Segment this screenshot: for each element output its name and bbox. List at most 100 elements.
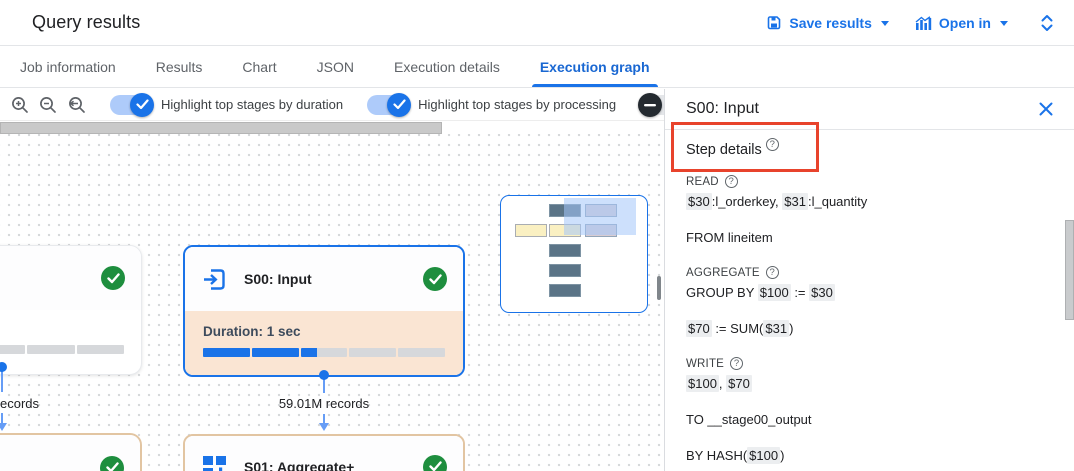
dark-toggle[interactable]: [638, 92, 664, 117]
open-in-label: Open in: [938, 15, 991, 31]
save-results-label: Save results: [789, 15, 872, 31]
stage-node-partial-top[interactable]: [0, 245, 142, 375]
text-token: TO __stage00_output: [686, 412, 812, 427]
aggregate-stage-icon: [201, 453, 228, 471]
toggle-minus-icon: [638, 92, 663, 117]
section-value: FROM lineitem: [686, 230, 1052, 245]
zoom-out-icon[interactable]: [38, 92, 58, 118]
header-actions: Save results Open in: [766, 0, 1060, 46]
text-token: := SUM(: [711, 321, 764, 336]
text-token: :=: [790, 285, 810, 300]
edge-line: [1, 371, 3, 392]
text-token: ,: [718, 376, 727, 391]
minimap-viewport[interactable]: [564, 198, 636, 235]
stage-node-title: S00: Input: [244, 271, 312, 287]
stage-duration-bar: [203, 348, 445, 357]
minimap-node: [515, 224, 547, 237]
stage-complete-icon: [100, 455, 124, 471]
highlight-duration-toggle[interactable]: [110, 92, 154, 117]
graph-canvas[interactable]: S00: Input Duration: 1 sec 59.01M record…: [0, 134, 664, 471]
stage-node-s00[interactable]: S00: Input Duration: 1 sec: [183, 245, 465, 377]
variable-token: $100: [747, 447, 781, 464]
variable-token: $100: [686, 375, 719, 392]
graph-minimap[interactable]: [500, 195, 648, 313]
toggle-check-icon: [387, 92, 412, 117]
minimap-node: [549, 264, 581, 277]
tab-results[interactable]: Results: [155, 59, 203, 75]
minimap-node: [549, 244, 581, 257]
pane-divider: [664, 89, 665, 471]
text-token: GROUP BY: [686, 285, 758, 300]
collapse-expand-icon[interactable]: [1034, 10, 1060, 36]
open-in-button[interactable]: Open in: [915, 15, 1008, 31]
tab-json[interactable]: JSON: [316, 59, 354, 75]
step-details-panel: S00: Input Step details? READ?$30:l_orde…: [665, 89, 1074, 471]
section-value: BY HASH($100): [686, 447, 1052, 464]
minimap-node: [549, 284, 581, 297]
stage-complete-icon: [423, 267, 447, 291]
step-detail-section: WRITE?$100, $70: [686, 357, 1052, 392]
results-tabbar: Job information Results Chart JSON Execu…: [0, 47, 1074, 88]
tab-chart[interactable]: Chart: [242, 59, 277, 75]
close-icon[interactable]: [1034, 97, 1058, 121]
zoom-in-icon[interactable]: [10, 92, 30, 118]
page-title: Query results: [32, 12, 141, 32]
text-token: :l_quantity: [807, 194, 868, 209]
text-token: :l_orderkey,: [711, 194, 783, 209]
chart-icon: [915, 15, 932, 31]
zoom-reset-icon[interactable]: [66, 92, 86, 118]
section-value: GROUP BY $100 := $30: [686, 284, 1052, 301]
save-icon: [766, 15, 782, 31]
highlight-processing-toggle[interactable]: [367, 92, 412, 117]
tab-execution-graph[interactable]: Execution graph: [520, 47, 670, 87]
stage-node-s01[interactable]: S01: Aggregate+: [183, 434, 465, 471]
stage-node-partial-bottom[interactable]: [0, 433, 142, 471]
section-value: $70 := SUM($31): [686, 320, 1052, 337]
query-results-header: Query results Save results Open in: [0, 0, 1074, 46]
graph-vertical-scrollbar-thumb[interactable]: [657, 276, 661, 300]
toggle-check-icon: [130, 92, 154, 117]
input-stage-icon: [201, 266, 228, 293]
help-icon[interactable]: ?: [765, 137, 779, 151]
variable-token: $70: [726, 375, 752, 392]
variable-token: $31: [763, 320, 790, 337]
step-details-heading: Step details?: [686, 137, 1052, 175]
edge-records-label: 59.01M records: [278, 396, 370, 411]
step-details-heading-text: Step details: [686, 142, 762, 158]
save-results-button[interactable]: Save results: [766, 15, 889, 31]
edge-arrowhead-icon: [319, 423, 329, 431]
edge-records-label-clipped: ecords: [0, 396, 40, 411]
edge-arrowhead-icon: [0, 423, 7, 431]
panel-vertical-scrollbar-thumb[interactable]: [1065, 220, 1074, 320]
save-results-caret-icon: [880, 20, 889, 26]
horizontal-scrollbar-thumb[interactable]: [0, 122, 442, 134]
step-detail-section: $70 := SUM($31): [686, 320, 1052, 337]
edge-connector-dot: [0, 362, 7, 372]
step-details-body: Step details? READ?$30:l_orderkey, $31:l…: [665, 130, 1074, 464]
edge-line: [323, 379, 325, 393]
help-icon[interactable]: ?: [730, 357, 744, 370]
text-token: ): [789, 321, 794, 336]
step-detail-section: BY HASH($100): [686, 447, 1052, 464]
highlight-duration-label: Highlight top stages by duration: [161, 97, 344, 112]
edge-line: [323, 414, 325, 423]
tab-job-information[interactable]: Job information: [20, 59, 116, 75]
graph-horizontal-scrollbar[interactable]: [0, 120, 664, 134]
help-icon[interactable]: ?: [724, 175, 738, 188]
step-detail-section: READ?$30:l_orderkey, $31:l_quantity: [686, 175, 1052, 210]
help-icon[interactable]: ?: [765, 266, 779, 279]
variable-token: $30: [809, 284, 835, 301]
variable-token: $31: [782, 193, 808, 210]
step-detail-section: FROM lineitem: [686, 230, 1052, 245]
tab-execution-details[interactable]: Execution details: [393, 59, 500, 75]
graph-toolbar: Highlight top stages by duration Highlig…: [0, 89, 664, 120]
section-label: AGGREGATE?: [686, 266, 1052, 279]
text-token: BY HASH(: [686, 448, 748, 463]
edge-connector-dot: [319, 370, 329, 380]
edge-line: [1, 413, 3, 423]
open-in-caret-icon: [1000, 20, 1008, 26]
stage-node-title: S01: Aggregate+: [244, 458, 355, 471]
step-detail-section: TO __stage00_output: [686, 412, 1052, 427]
stage-complete-icon: [423, 454, 447, 471]
